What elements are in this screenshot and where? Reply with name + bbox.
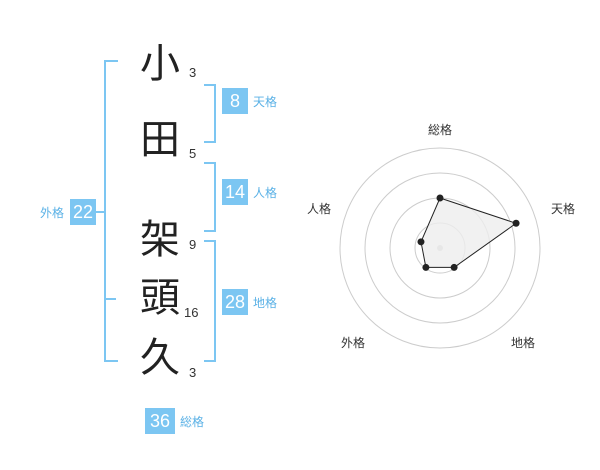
tenkaku-bracket [204, 84, 216, 143]
tenkaku-value: 8 [222, 88, 248, 114]
stroke-count-3: 9 [189, 237, 197, 252]
radar-point-1 [512, 219, 520, 227]
radar-axis-label-jinkaku: 人格 [307, 202, 332, 216]
gaikaku-value: 22 [70, 199, 96, 225]
chikaku-bracket [204, 240, 216, 362]
stroke-count-1: 3 [189, 65, 197, 80]
chikaku-label: 地格 [253, 296, 278, 310]
outer-bracket-connector [96, 211, 104, 213]
outer-bracket-tick [104, 298, 116, 300]
radar-ring-3 [364, 172, 516, 324]
outer-bracket [104, 60, 118, 362]
radar-axis-label-soukaku: 総格 [428, 123, 453, 137]
stroke-count-4: 16 [184, 305, 199, 320]
jinkaku-value: 14 [222, 179, 248, 205]
radar-point-2 [450, 263, 458, 271]
radar-ring-4 [339, 147, 541, 349]
jinkaku-bracket [204, 162, 216, 232]
jinkaku-label: 人格 [253, 186, 278, 200]
radar-point-0 [436, 194, 444, 202]
name-char-3: 架 [140, 217, 180, 263]
chikaku-value: 28 [222, 289, 248, 315]
stroke-count-5: 3 [189, 365, 197, 380]
gaikaku-label: 外格 [40, 206, 65, 220]
radar-series-polygon [420, 197, 518, 268]
stroke-count-2: 5 [189, 146, 197, 161]
name-char-2: 田 [140, 117, 180, 163]
radar-axis-label-gaikaku: 外格 [341, 336, 366, 350]
radar-axis-label-chikaku: 地格 [511, 336, 536, 350]
name-char-1: 小 [140, 41, 180, 87]
tenkaku-label: 天格 [253, 95, 278, 109]
radar-point-3 [422, 263, 430, 271]
name-char-4: 頭 [140, 275, 180, 321]
soukaku-value: 36 [145, 408, 175, 434]
soukaku-label: 総格 [180, 415, 205, 429]
radar-point-4 [417, 238, 425, 246]
radar-axis-label-tenkaku: 天格 [551, 202, 576, 216]
name-char-5: 久 [140, 335, 180, 381]
